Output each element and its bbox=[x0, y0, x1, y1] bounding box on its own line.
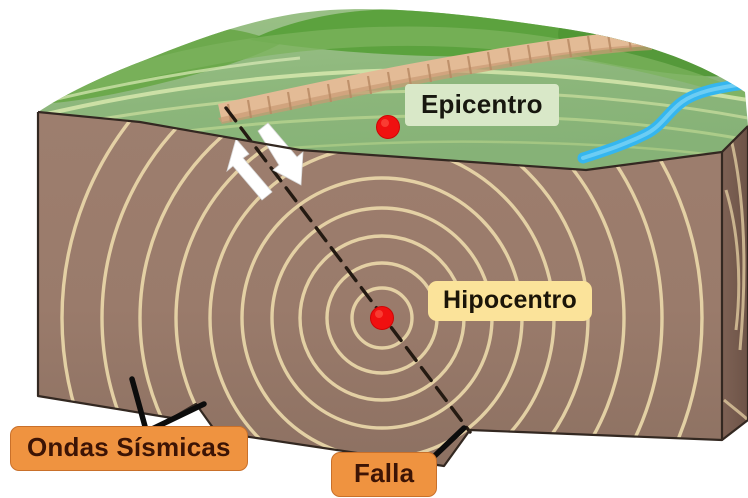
fault-slip-arrows bbox=[226, 122, 304, 201]
block-right-face-group bbox=[722, 126, 748, 440]
label-falla: Falla bbox=[331, 452, 438, 497]
outline-top-edge bbox=[37, 110, 748, 172]
epicenter-marker-highlight bbox=[381, 119, 389, 127]
river-group bbox=[577, 78, 748, 164]
slip-arrow-up bbox=[226, 138, 273, 201]
wave-ring-10 bbox=[60, 112, 704, 466]
contour-line-2 bbox=[38, 89, 748, 134]
hypocenter-marker bbox=[370, 306, 394, 330]
slip-arrow-down bbox=[257, 122, 304, 186]
leader-ondas-left bbox=[129, 376, 149, 433]
river-highlight bbox=[581, 82, 746, 160]
wave-ring-1 bbox=[350, 286, 414, 350]
wave-ring-9 bbox=[100, 112, 664, 466]
fault-scarp-shadow bbox=[218, 44, 652, 124]
contour-line-1 bbox=[38, 68, 748, 120]
fault-scarp-group bbox=[218, 30, 652, 124]
land-surface-group bbox=[38, 9, 748, 170]
fault-scarp-rungs bbox=[226, 31, 633, 123]
label-ondas-sismicas: Ondas Sísmicas bbox=[10, 426, 248, 471]
label-epicentro: Epicentro bbox=[405, 84, 559, 126]
hypocenter-marker-highlight bbox=[375, 310, 383, 318]
wave-ring-8 bbox=[138, 112, 626, 466]
fault-plane-line bbox=[224, 106, 472, 434]
label-hipocentro: Hipocentro bbox=[428, 281, 592, 321]
outline-right bbox=[721, 126, 748, 441]
markers-group bbox=[370, 115, 400, 330]
leader-ondas-right bbox=[147, 401, 207, 433]
epicenter-marker bbox=[376, 115, 400, 139]
contour-line-5 bbox=[38, 56, 301, 106]
